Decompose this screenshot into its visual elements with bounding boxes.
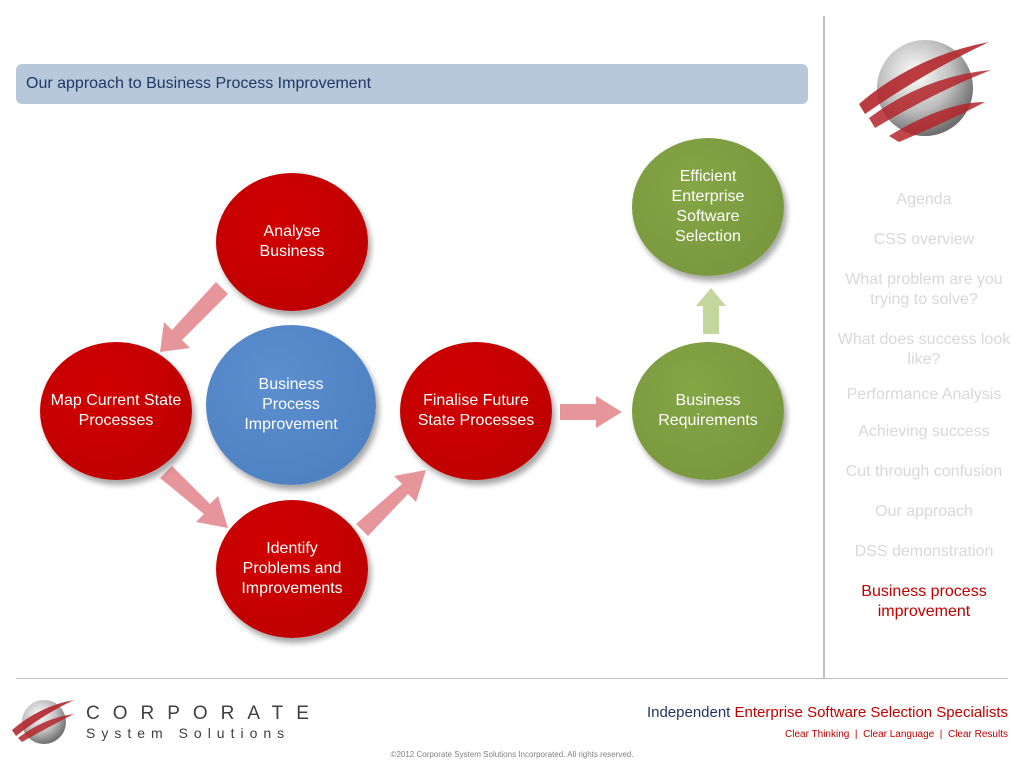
business-requirements-node: Business Requirements — [632, 342, 784, 480]
slide-title: Our approach to Business Process Improve… — [26, 75, 372, 92]
analyse-business-label: Analyse Business — [259, 223, 325, 260]
business-process-improvement-node: Business Process Improvement — [206, 325, 376, 485]
sidebar-item-achieving-success[interactable]: Achieving success — [858, 423, 990, 440]
sub-separator-1: | — [854, 729, 858, 740]
tagline-prefix: Independent — [646, 704, 731, 721]
business-requirements-label: Business Requirements — [658, 392, 758, 429]
sidebar-item-dss-demonstration[interactable]: DSS demonstration — [854, 543, 994, 560]
identify-problems-node: Identify Problems and Improvements — [216, 500, 368, 638]
arrow-map-to-identify — [160, 466, 228, 528]
tagline-sub: Clear Thinking | Clear Language | Clear … — [785, 729, 1008, 740]
footer-divider — [16, 678, 1008, 679]
sidebar-item-cut-through-confusion[interactable]: Cut through confusion — [845, 463, 1003, 480]
sidebar-item-what-success[interactable]: What does success look like? — [837, 331, 1011, 368]
business-process-improvement-label: Business Process Improvement — [244, 376, 338, 433]
map-current-state-label: Map Current State Processes — [50, 392, 182, 429]
sidebar-item-css-overview[interactable]: CSS overview — [873, 231, 975, 248]
sidebar-item-agenda[interactable]: Agenda — [896, 191, 952, 208]
sidebar-item-business-process-improvement[interactable]: Business process improvement — [861, 583, 987, 620]
sidebar-item-our-approach[interactable]: Our approach — [875, 503, 973, 520]
sidebar-item-performance-analysis[interactable]: Performance Analysis — [846, 386, 1002, 403]
copyright: ©2012 Corporate System Solutions Incorpo… — [390, 750, 634, 759]
finalise-future-state-label: Finalise Future State Processes — [417, 392, 535, 429]
analyse-business-node: Analyse Business — [216, 173, 368, 311]
sidebar-item-what-problem[interactable]: What problem are you trying to solve? — [845, 271, 1003, 308]
sub-separator-2: | — [939, 729, 943, 740]
globe-logo-icon — [859, 40, 991, 142]
identify-problems-label: Identify Problems and Improvements — [241, 540, 343, 597]
sub-clear-thinking: Clear Thinking — [785, 729, 850, 740]
arrow-analyse-to-map — [160, 282, 228, 352]
finalise-future-state-node: Finalise Future State Processes — [400, 342, 552, 480]
sub-clear-results: Clear Results — [947, 729, 1008, 740]
sub-clear-language: Clear Language — [863, 729, 935, 740]
tagline: Independent Enterprise Software Selectio… — [647, 704, 1008, 721]
efficient-enterprise-label: Efficient Enterprise Software Selection — [671, 168, 745, 245]
tagline-rest: Enterprise Software Selection Specialist… — [734, 704, 1008, 721]
process-arrows — [160, 282, 726, 536]
logo-line2: System Solutions — [86, 725, 291, 741]
sidebar-divider — [823, 16, 825, 678]
arrow-finalise-to-requirements — [560, 396, 622, 428]
efficient-enterprise-node: Efficient Enterprise Software Selection — [632, 138, 784, 276]
arrow-identify-to-finalise — [356, 470, 426, 536]
map-current-state-node: Map Current State Processes — [40, 342, 192, 480]
logo-line1: CORPORATE — [86, 703, 322, 724]
footer-globe-logo-icon — [12, 700, 74, 744]
arrow-requirements-to-efficient — [696, 288, 726, 334]
slide-title-bar: Our approach to Business Process Improve… — [16, 64, 808, 104]
